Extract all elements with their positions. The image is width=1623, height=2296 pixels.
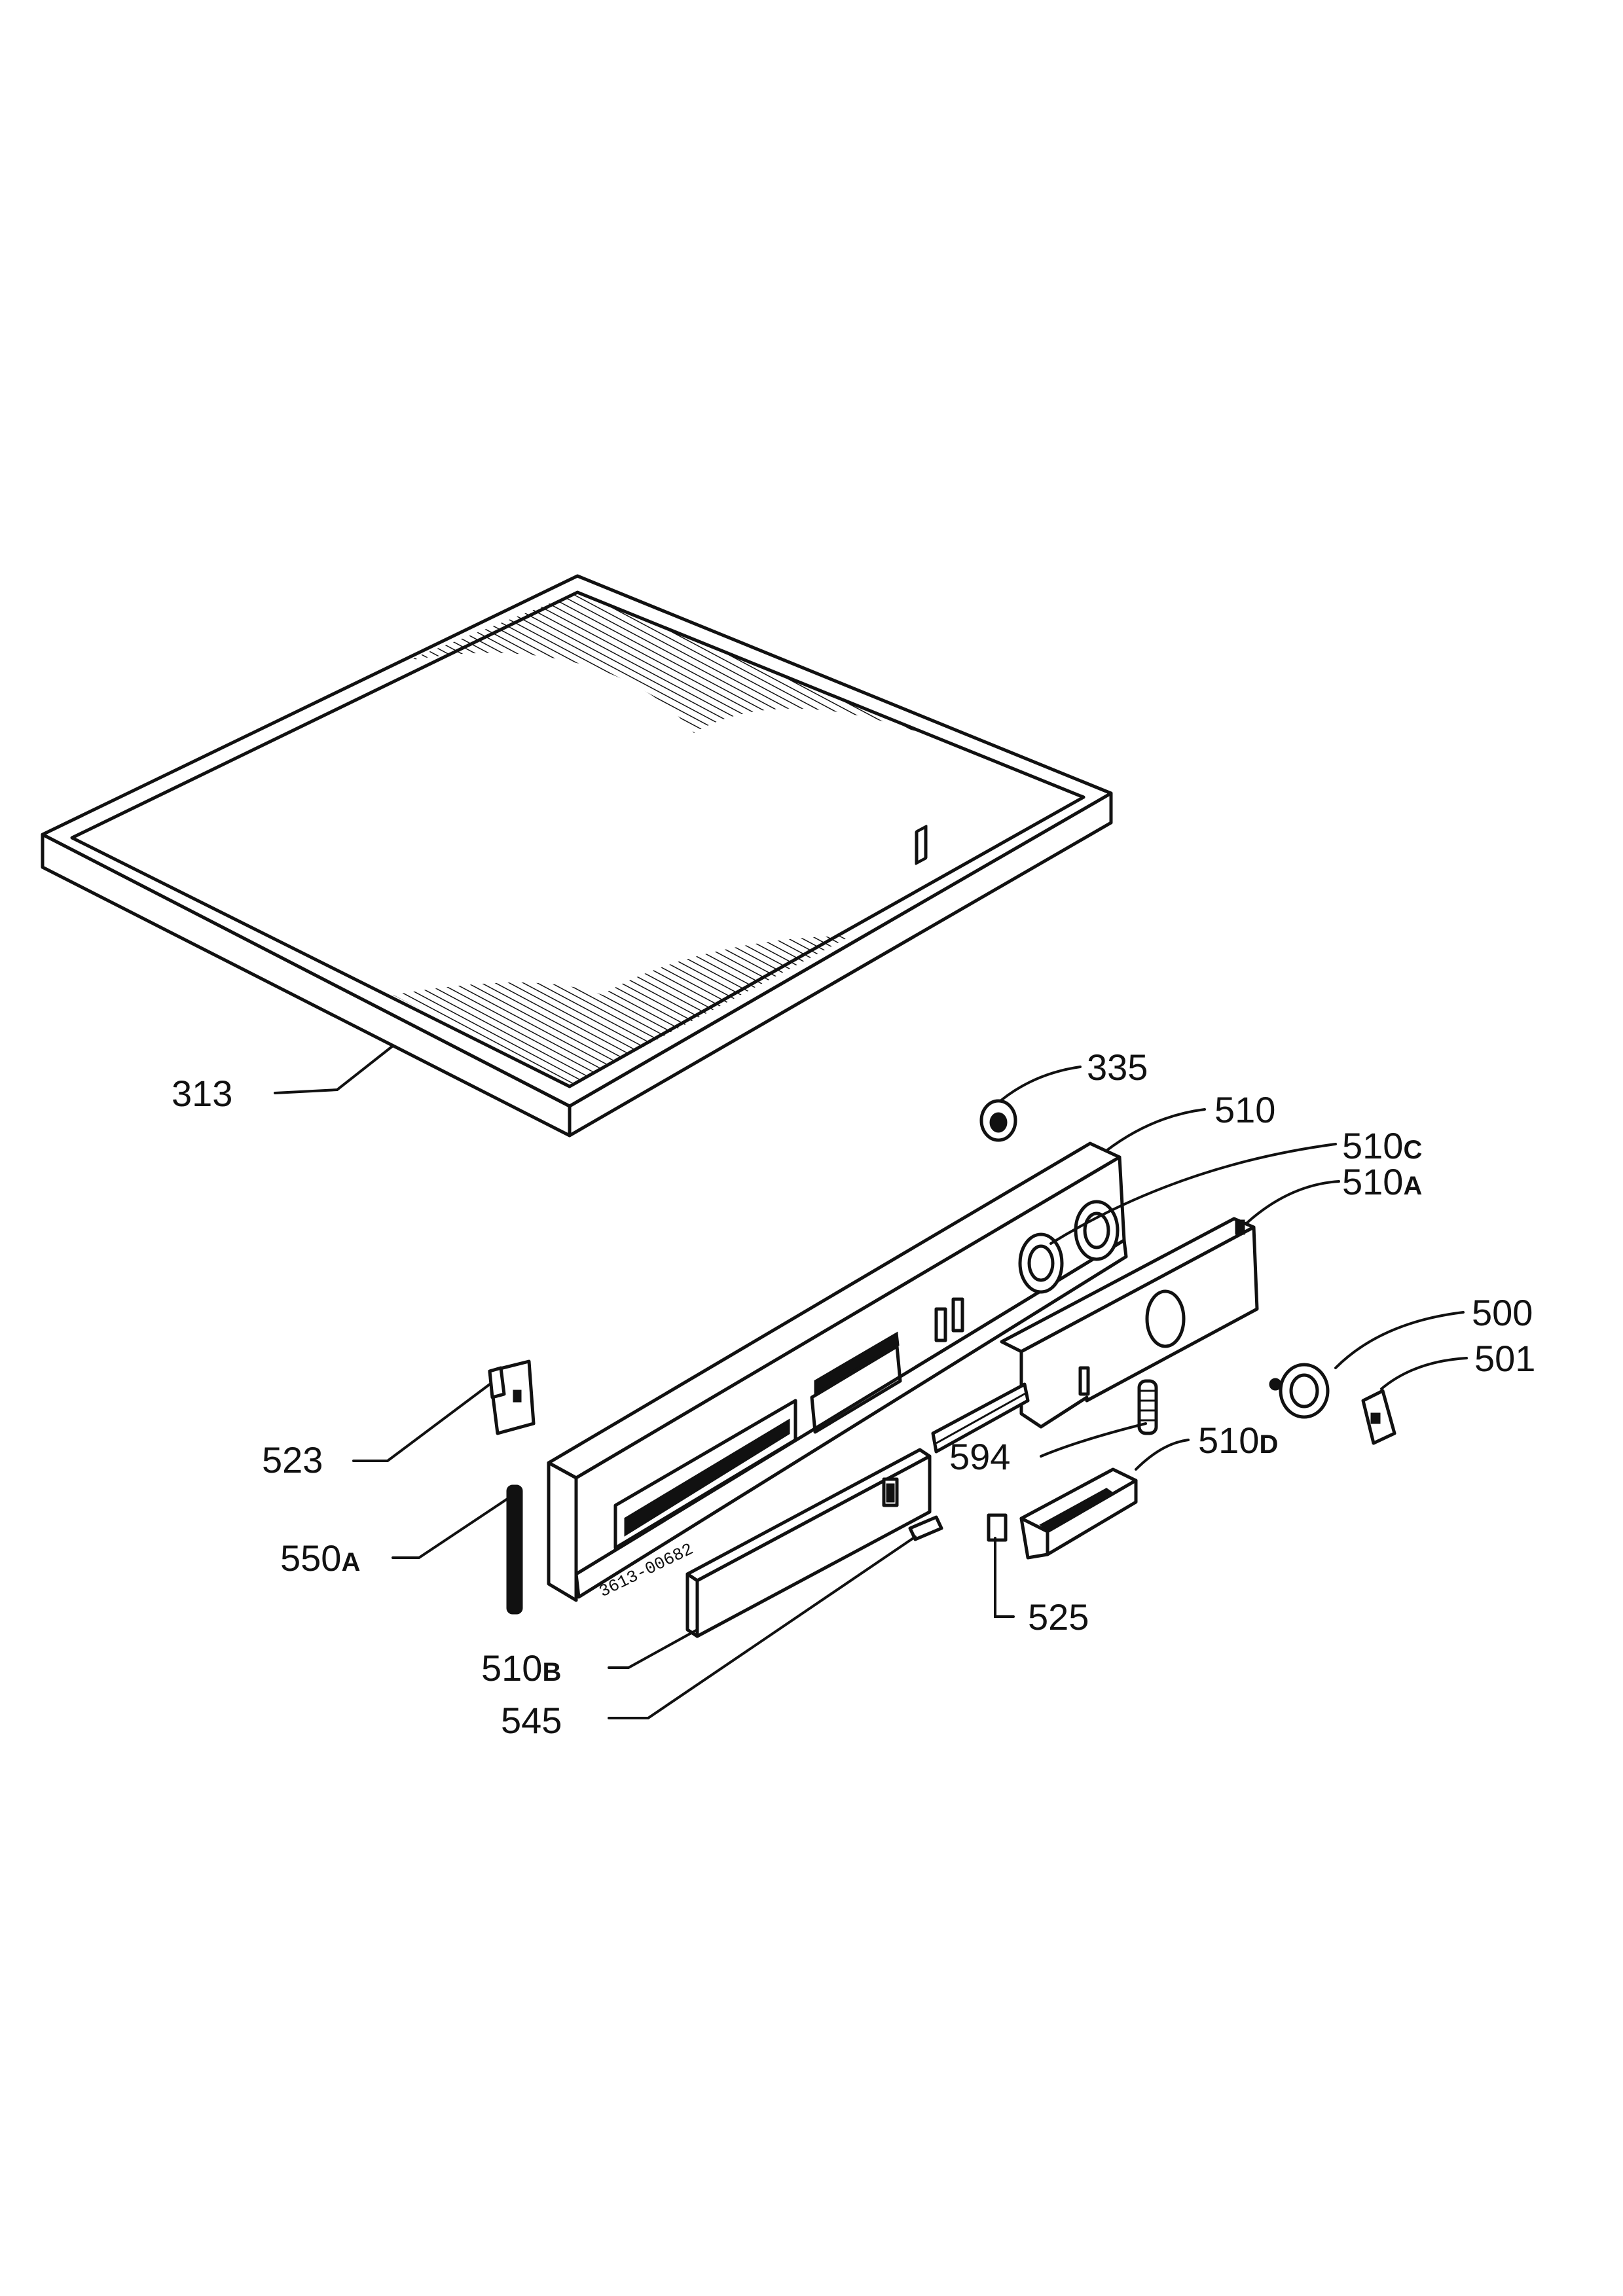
bracket-523 [488, 1359, 536, 1435]
label-510c: 510C [1342, 1125, 1422, 1166]
label-313: 313 [172, 1073, 232, 1114]
indicator-strip-510c [931, 1382, 1030, 1454]
label-545: 545 [501, 1700, 562, 1741]
seal-strip-550a [506, 1484, 523, 1615]
handle-510d [1019, 1467, 1138, 1560]
top-panel-313 [41, 574, 1113, 1138]
leader-lines [274, 1045, 1468, 1719]
clip-545 [908, 1515, 943, 1541]
control-panel-510: 3613-00682 [547, 825, 1128, 1602]
fascia-510b [685, 1448, 932, 1638]
label-523: 523 [262, 1439, 323, 1480]
rotary-knob-500 [1269, 1363, 1330, 1419]
label-335: 335 [1087, 1047, 1148, 1088]
label-510c-suffix: C [1403, 1136, 1422, 1164]
label-510d-suffix: D [1259, 1430, 1278, 1459]
label-550a-num: 550 [280, 1537, 341, 1579]
label-550a: 550A [280, 1537, 360, 1579]
label-594: 594 [949, 1436, 1010, 1477]
label-510b-suffix: B [542, 1658, 561, 1687]
label-510b-num: 510 [481, 1647, 542, 1689]
label-550a-suffix: A [341, 1548, 360, 1577]
label-510d: 510D [1198, 1420, 1278, 1461]
block-525 [987, 1513, 1008, 1542]
label-510: 510 [1214, 1089, 1275, 1130]
hatch-top [406, 592, 930, 736]
label-501: 501 [1474, 1338, 1535, 1379]
fascia-strip-510a [1000, 1217, 1259, 1429]
label-525: 525 [1028, 1596, 1089, 1638]
label-500: 500 [1472, 1292, 1533, 1333]
label-510d-num: 510 [1198, 1420, 1259, 1461]
knob-insert-501 [1361, 1389, 1396, 1445]
part-labels: 313 335 510 510C 510A 500 501 523 594 51… [172, 1047, 1535, 1741]
round-cap-335 [979, 1099, 1017, 1142]
label-510c-num: 510 [1342, 1125, 1403, 1166]
label-510a-num: 510 [1342, 1161, 1403, 1202]
label-510b: 510B [481, 1647, 561, 1689]
spring-594 [1137, 1379, 1158, 1435]
label-510a: 510A [1342, 1161, 1422, 1202]
label-510a-suffix: A [1403, 1172, 1422, 1200]
hatch-bottom [393, 936, 851, 1086]
